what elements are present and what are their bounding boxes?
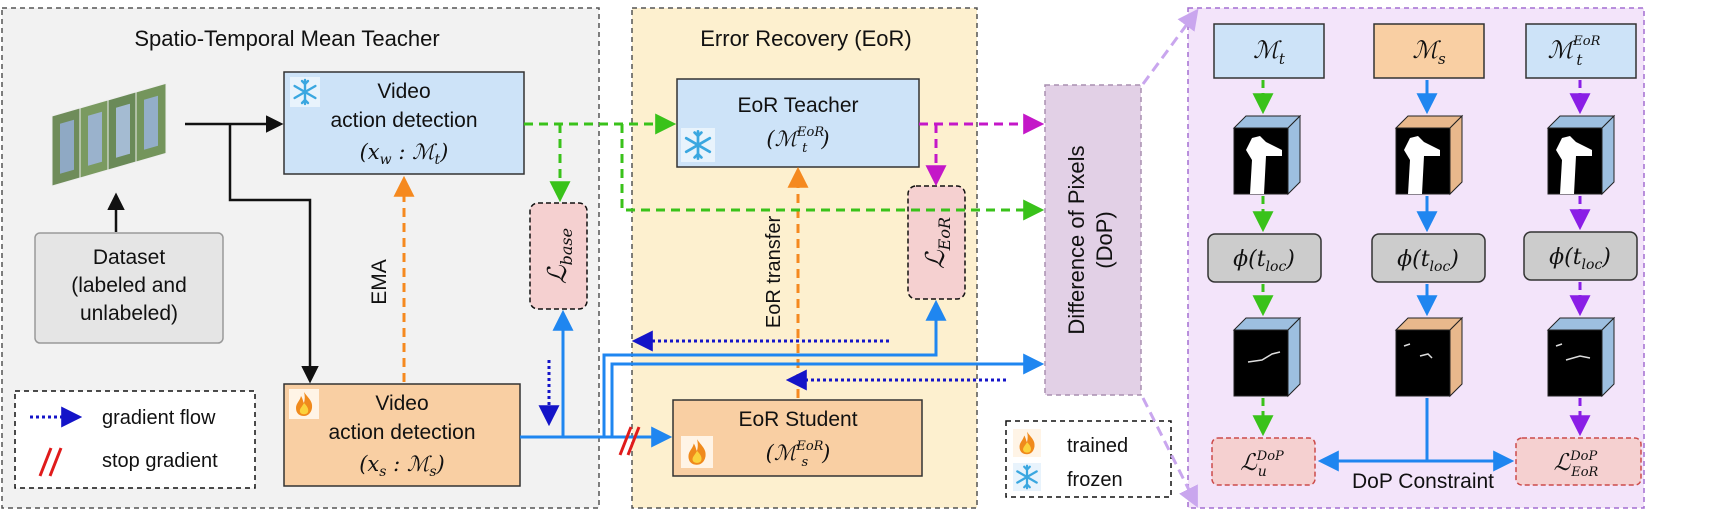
stop-gradient-mark [618, 426, 641, 456]
dataset-label-1: Dataset [93, 246, 166, 269]
legend-stop-gradient: stop gradient [102, 450, 218, 472]
legend-frozen: frozen [1067, 469, 1123, 491]
student-output-arrows [520, 299, 1045, 448]
snowflake-icon [290, 77, 320, 107]
loss-base-label: ℒbase [543, 228, 576, 284]
phi-label-eor: ϕ(tloc) [1549, 245, 1611, 273]
dop-label-1: Difference of Pixels [1064, 145, 1089, 334]
mask-cube-s-1 [1394, 114, 1464, 196]
mask-cube-eor-1 [1546, 114, 1616, 196]
phi-label-t: ϕ(tloc) [1233, 247, 1295, 275]
student-model-line1: Video [375, 392, 428, 415]
dataset-box [34, 232, 224, 344]
magenta-eor-arrows [919, 113, 1045, 187]
phi-label-s: ϕ(tloc) [1397, 247, 1459, 275]
fire-icon [681, 436, 713, 468]
mask-cube-t-1 [1232, 114, 1302, 196]
student-model-box [283, 383, 521, 487]
phi-box-t [1207, 233, 1322, 283]
mask-cube-s-2 [1394, 316, 1464, 398]
eor-panel-title: Error Recovery (EoR) [700, 26, 911, 51]
dop-box [1044, 84, 1142, 396]
teacher-model-line1: Video [377, 80, 430, 103]
eor-teacher-box [676, 78, 920, 168]
eor-transfer-label: EoR transfer [763, 216, 785, 329]
col-s-model-label: ℳs [1412, 36, 1446, 68]
right-blue-arrows [1317, 80, 1515, 472]
eor-teacher-line1: EoR Teacher [737, 94, 858, 117]
teacher-model-line2: action detection [330, 109, 477, 132]
phi-box-eor [1523, 231, 1638, 281]
dataset-label-3: unlabeled) [80, 302, 178, 325]
phi-box-s [1371, 233, 1486, 283]
mask-cube-eor-2 [1546, 316, 1616, 398]
loss-base-box [529, 202, 588, 310]
loss-eor-label: ℒEoR [921, 217, 954, 269]
loss-eor-dop-box [1515, 437, 1642, 486]
gradient-flow-arrows [538, 330, 1006, 427]
video-frames-stack [51, 82, 167, 187]
fire-icon [289, 389, 319, 419]
eor-student-line1: EoR Student [738, 408, 857, 431]
zoom-connector-bottom [1141, 397, 1198, 508]
snowflake-icon [1013, 463, 1041, 491]
legend-gradient-flow: gradient flow [102, 407, 216, 429]
legend-trained: trained [1067, 435, 1128, 457]
green-pseudo-label-arrows [524, 113, 1045, 221]
legend-left-box [14, 390, 256, 489]
student-model-math: (xs : ℳs) [359, 452, 445, 480]
col-t-model-label: ℳt [1253, 36, 1286, 68]
snowflake-icon [681, 128, 715, 162]
dataset-label-2: (labeled and [71, 274, 187, 297]
mean-teacher-title: Spatio-Temporal Mean Teacher [134, 26, 439, 51]
loss-u-dop-box [1211, 437, 1316, 486]
student-model-line2: action detection [328, 421, 475, 444]
col-eor-model-box [1525, 23, 1637, 79]
col-s-model-box [1373, 23, 1485, 79]
stop-gradient-legend-mark [38, 447, 63, 477]
input-arrows [107, 115, 319, 384]
ema-label: EMA [368, 259, 391, 305]
mask-cube-t-2 [1232, 316, 1302, 398]
teacher-model-math: (xw : ℳt) [360, 140, 449, 168]
dop-label-2: (DoP) [1092, 211, 1117, 268]
col-t-model-box [1213, 23, 1325, 79]
fire-icon [1013, 429, 1041, 457]
eor-student-box [672, 399, 923, 477]
dop-constraint-label: DoP Constraint [1352, 470, 1494, 493]
